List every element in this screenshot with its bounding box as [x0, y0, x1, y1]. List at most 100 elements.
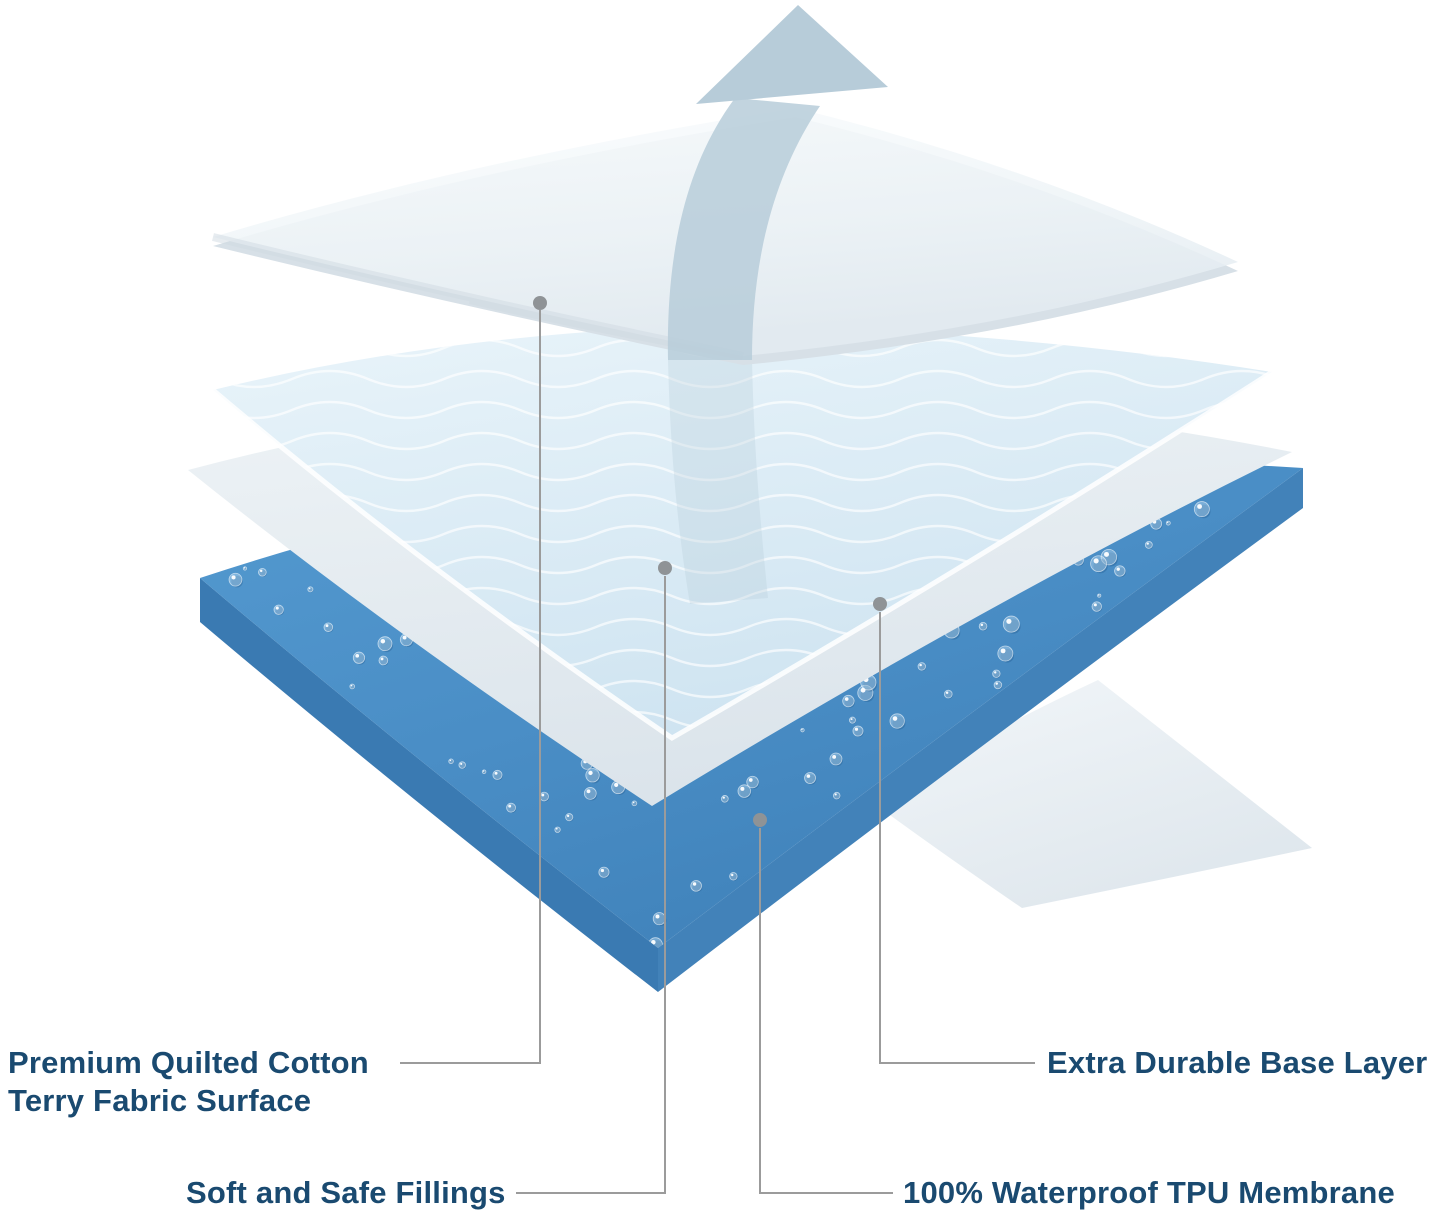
droplet — [506, 802, 516, 813]
droplet — [806, 774, 811, 778]
droplet — [377, 636, 393, 652]
droplet — [829, 752, 843, 766]
droplet — [554, 826, 561, 833]
droplet — [729, 872, 738, 881]
droplet — [748, 778, 753, 782]
droplet — [349, 683, 356, 690]
droplet — [1091, 601, 1102, 612]
droplet — [842, 694, 855, 708]
droplet — [919, 663, 922, 667]
droplet — [1002, 615, 1020, 633]
droplet — [1193, 501, 1210, 518]
droplet — [380, 657, 384, 661]
droplet — [1165, 520, 1171, 526]
droplet — [943, 689, 953, 699]
droplet — [997, 645, 1014, 662]
droplet — [588, 770, 593, 776]
droplet — [600, 868, 605, 873]
wave-line — [213, 400, 1272, 420]
droplet — [325, 624, 329, 628]
droplet — [1090, 555, 1107, 573]
droplet — [1146, 542, 1149, 545]
droplet — [945, 691, 949, 694]
callout-dot-base — [873, 597, 887, 611]
droplet — [1197, 504, 1203, 509]
droplet — [586, 789, 591, 794]
droplet — [690, 880, 702, 892]
droplet — [378, 655, 389, 666]
label-extra-durable-base-layer: Extra Durable Base Layer — [1047, 1045, 1428, 1080]
droplet — [492, 769, 503, 780]
droplet — [1114, 565, 1126, 577]
droplet — [508, 804, 512, 808]
droplet — [722, 796, 725, 799]
callout-dot-terry — [533, 296, 547, 310]
droplet — [993, 680, 1003, 690]
droplet — [1098, 594, 1100, 596]
droplet — [889, 713, 905, 729]
droplet — [323, 622, 334, 632]
droplet — [585, 768, 600, 783]
base-sheet-corner — [872, 680, 1312, 908]
callout-line-terry — [400, 310, 541, 1064]
droplet — [231, 575, 236, 580]
droplet — [460, 762, 463, 765]
label-soft-safe-fillings: Soft and Safe Fillings — [186, 1175, 506, 1210]
droplet — [598, 866, 610, 878]
callout-dot-fillings — [658, 561, 672, 575]
droplet — [834, 793, 837, 796]
droplet — [402, 635, 407, 640]
droplet — [449, 759, 452, 762]
callout-line-fillings — [516, 576, 666, 1194]
droplet — [804, 772, 816, 784]
airflow-arrow-lower — [668, 360, 768, 604]
droplet — [994, 671, 997, 674]
droplet — [1167, 521, 1169, 524]
droplet — [352, 651, 366, 664]
label-waterproof-tpu-membrane: 100% Waterproof TPU Membrane — [903, 1175, 1395, 1210]
droplet — [494, 771, 498, 775]
callout-line-base — [879, 612, 1035, 1064]
droplet — [731, 873, 734, 877]
droplet — [555, 827, 558, 830]
droplet — [850, 718, 853, 721]
droplet — [978, 621, 988, 631]
droplet — [651, 939, 656, 945]
droplet — [565, 813, 574, 822]
droplet — [692, 882, 697, 886]
droplet — [539, 791, 549, 802]
droplet — [995, 682, 998, 685]
airflow-arrow-shaft — [667, 98, 820, 360]
droplet — [721, 795, 729, 803]
filling-layer — [213, 325, 1272, 738]
droplet — [852, 725, 864, 737]
droplet — [854, 727, 859, 731]
droplet — [1144, 540, 1153, 549]
droplet — [892, 716, 898, 721]
droplet — [1097, 593, 1102, 598]
droplet — [1093, 558, 1099, 564]
callouts — [400, 296, 1035, 1194]
droplet — [832, 754, 837, 759]
droplet — [482, 770, 485, 772]
droplet — [458, 761, 466, 769]
arrow-up-icon — [696, 5, 888, 104]
droplet — [848, 716, 856, 724]
wave-line — [213, 369, 1272, 389]
droplet — [1116, 567, 1120, 571]
droplet — [917, 662, 926, 671]
droplet — [980, 623, 984, 627]
waterproof-layer-side-right — [658, 468, 1303, 992]
droplet — [740, 786, 745, 791]
droplet — [801, 728, 803, 731]
callout-dot-membrane — [753, 813, 767, 827]
droplet — [308, 587, 311, 590]
droplet — [1104, 551, 1109, 557]
droplet — [1093, 603, 1097, 607]
droplet — [355, 653, 360, 658]
droplet — [832, 791, 841, 800]
droplet — [541, 793, 545, 797]
callout-line-membrane — [759, 828, 893, 1194]
